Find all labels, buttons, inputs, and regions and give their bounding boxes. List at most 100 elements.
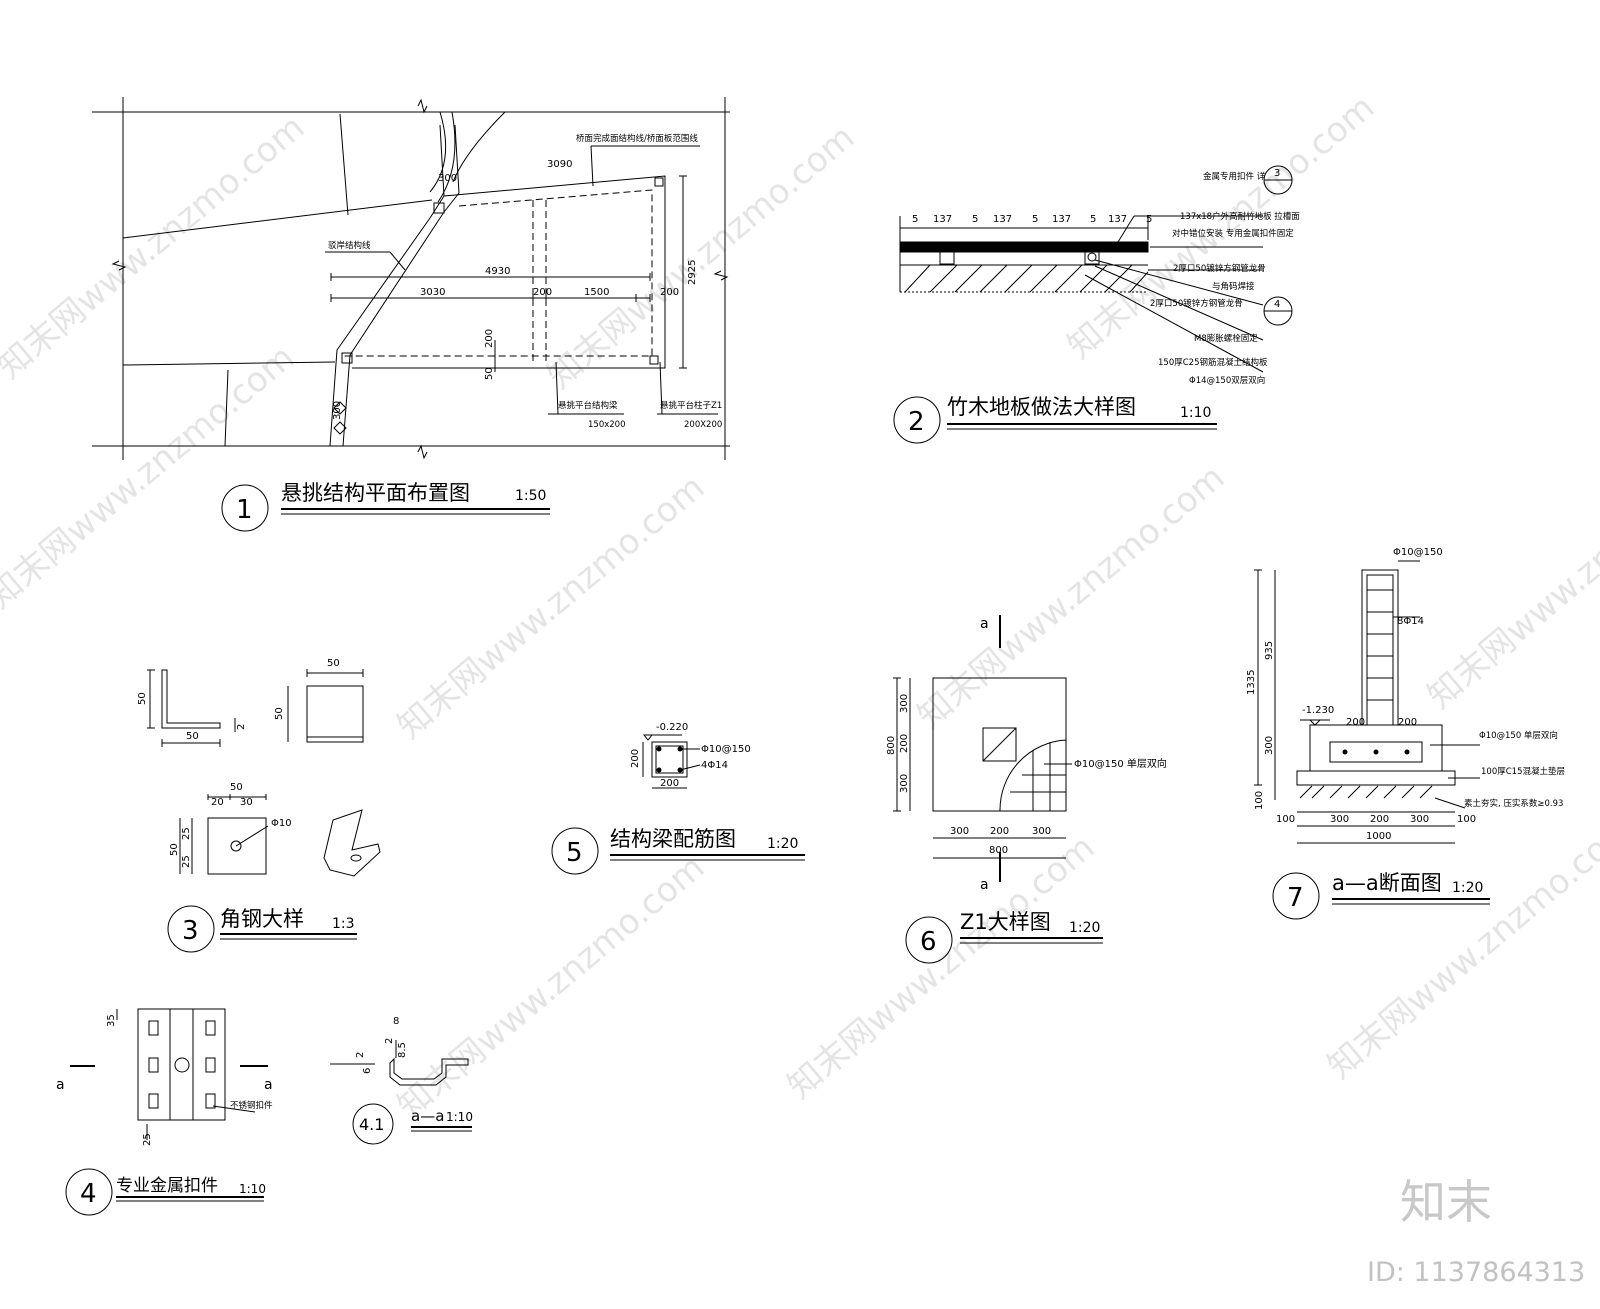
- note-bolt: M8膨胀螺栓固定: [1194, 333, 1258, 344]
- title-block-4: 4 专业金属扣件 1:10: [65, 1168, 266, 1216]
- drawing-number-circle: [1272, 872, 1320, 920]
- drawing-title: 竹木地板做法大样图: [947, 395, 1136, 419]
- column-z1-detail-6: [893, 615, 1072, 882]
- dim-800: 800: [886, 736, 897, 755]
- drawing-title: a—a断面图: [1332, 871, 1442, 895]
- dim-300: 300: [1330, 814, 1349, 825]
- drawing-scale: 1:50: [515, 488, 546, 504]
- angle-steel-detail-3-labels: 50 50 2 50 50 50 20 30 50 25 25 Φ10: [137, 658, 340, 868]
- dim-50: 50: [484, 367, 495, 380]
- note-stainless-clip: 不锈钢扣件: [230, 1100, 273, 1111]
- dim-6: 6: [362, 1068, 373, 1074]
- drawing-number-circle: [65, 1168, 113, 1216]
- dim-4930: 4930: [485, 266, 510, 277]
- brand-watermark: 知末: [1400, 1175, 1492, 1229]
- watermark-text: 知末网www.znzmo.com: [1420, 437, 1600, 716]
- label-column-z1: 悬挑平台柱子Z1: [660, 400, 722, 411]
- dim-2: 2: [384, 1038, 395, 1044]
- note-board-install: 对中错位安装 专用金属扣件固定: [1172, 228, 1294, 239]
- section-mark-a: a: [264, 1077, 273, 1093]
- dim-50: 50: [137, 692, 148, 705]
- dim-1500: 1500: [584, 287, 609, 298]
- title-block-5: 5 结构梁配筋图 1:20: [551, 827, 805, 875]
- label-structural-beam: 悬挑平台结构梁: [558, 400, 618, 411]
- section-detail-7: [1254, 560, 1480, 844]
- drawing-scale: 1:20: [1452, 880, 1483, 896]
- dim-200: 200: [1398, 717, 1417, 728]
- note-compacted-soil: 素土夯实, 压实系数≥0.93: [1464, 798, 1563, 809]
- hole-diameter: Φ10: [271, 818, 292, 829]
- rebar-main: 4Φ14: [701, 760, 728, 771]
- title-block-7: 7 a—a断面图 1:20: [1272, 871, 1490, 920]
- dim-200: 200: [990, 826, 1009, 837]
- dim-30: 30: [240, 797, 253, 808]
- dim-200: 200: [484, 329, 495, 348]
- dim-300: 300: [950, 826, 969, 837]
- plan-drawing-1-labels: 桥面完成面结构线/桥面板范围线 3090 300 驳岸结构线 4930 3030…: [328, 133, 722, 430]
- watermarks: 知末网www.znzmo.com 知末网www.znzmo.com 知末网www…: [0, 87, 1600, 1126]
- dim-50: 50: [169, 843, 180, 856]
- label-bank-line: 驳岸结构线: [328, 240, 371, 251]
- dim-20: 20: [211, 797, 224, 808]
- watermark-text: 知末网www.znzmo.com: [390, 847, 712, 1126]
- rebar-main-bars: 8Φ14: [1397, 616, 1424, 627]
- spacing-dim: 5: [1090, 214, 1096, 225]
- title-block-4-1: 4.1 a—a 1:10: [352, 1103, 473, 1145]
- dim-100: 100: [1254, 791, 1265, 810]
- dim-3090: 3090: [547, 159, 572, 170]
- dim-1335: 1335: [1246, 670, 1257, 695]
- section-mark-a: a: [980, 877, 989, 893]
- dim-3030: 3030: [420, 287, 445, 298]
- drawing-title: Z1大样图: [960, 910, 1051, 934]
- drawing-number: 1: [236, 495, 253, 525]
- dim-50: 50: [327, 658, 340, 669]
- spacing-dim: 137: [1052, 214, 1071, 225]
- ref-number: 4: [1274, 299, 1280, 310]
- note-cushion: 100厚C15混凝土垫层: [1481, 766, 1565, 777]
- elevation: -0.220: [656, 722, 688, 733]
- label-column-size: 200X200: [684, 420, 722, 430]
- dim-200: 200: [660, 287, 679, 298]
- spacing-dim: 137: [933, 214, 952, 225]
- dim-100: 100: [1276, 814, 1295, 825]
- dim-200: 200: [660, 778, 679, 789]
- drawing-title: 专业金属扣件: [116, 1176, 218, 1196]
- dim-35: 35: [106, 1014, 117, 1027]
- drawing-number: 5: [566, 838, 583, 868]
- drawing-number-circle: [221, 484, 269, 532]
- note-slab: 150厚C25钢筋混凝土结构板: [1158, 357, 1268, 368]
- drawing-number: 2: [908, 407, 925, 437]
- drawing-scale: 1:10: [446, 1110, 473, 1124]
- watermark-text: 知末网www.znzmo.com: [910, 457, 1232, 736]
- spacing-dim: 5: [1032, 214, 1038, 225]
- dim-2925: 2925: [687, 260, 698, 285]
- dim-8: 8: [393, 1016, 399, 1027]
- dim-25: 25: [181, 855, 192, 868]
- elevation: -1.230: [1302, 705, 1334, 716]
- drawing-number: 3: [182, 916, 199, 946]
- dim-100: 100: [1457, 814, 1476, 825]
- label-beam-size: 150x200: [588, 420, 625, 430]
- drawing-title: 悬挑结构平面布置图: [281, 481, 470, 505]
- dim-50: 50: [274, 707, 285, 720]
- watermark-text: 知末网www.znzmo.com: [1320, 807, 1600, 1086]
- watermark-text: 知末网www.znzmo.com: [0, 337, 302, 616]
- dim-50: 50: [186, 731, 199, 742]
- dim-1000: 1000: [1366, 831, 1391, 842]
- dim-200: 200: [1370, 814, 1389, 825]
- title-block-6: 6 Z1大样图 1:20: [905, 910, 1103, 964]
- dim-300: 300: [332, 401, 343, 420]
- spacing-dim: 137: [1108, 214, 1127, 225]
- dim-200: 200: [533, 287, 552, 298]
- drawing-number: 7: [1287, 883, 1304, 913]
- dim-25: 25: [181, 827, 192, 840]
- floor-detail-2-labels: 5 137 5 137 5 137 5 137 5 金属专用扣件 详 3 137…: [912, 168, 1300, 386]
- spacing-dim: 5: [1146, 214, 1152, 225]
- title-block-3: 3 角钢大样 1:3: [167, 905, 357, 953]
- drawing-number: 4: [80, 1179, 97, 1209]
- dim-300: 300: [899, 694, 910, 713]
- dim-935: 935: [1264, 641, 1275, 660]
- beam-rebar-detail-5: [642, 734, 701, 789]
- note-keel-2: 2厚口50镀锌方钢管龙骨: [1150, 298, 1243, 309]
